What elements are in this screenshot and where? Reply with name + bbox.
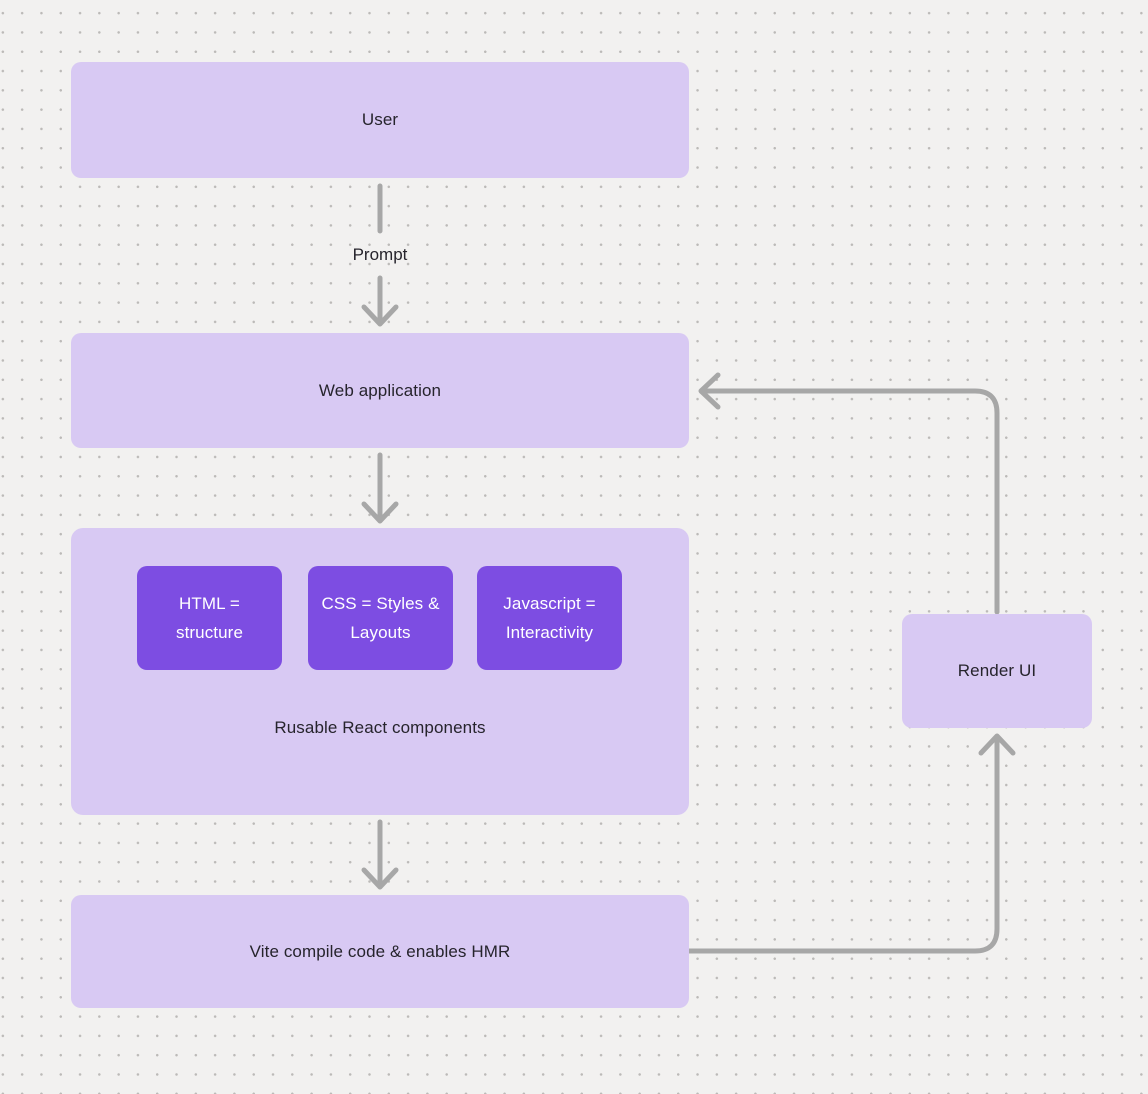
node-javascript-label: Javascript = Interactivity (503, 594, 596, 642)
edge-vite-to-renderui-arrow (686, 733, 1016, 954)
node-html[interactable]: HTML = structure (137, 566, 282, 670)
edge-components-to-vite-arrow (361, 819, 399, 890)
node-web-application[interactable]: Web application (71, 333, 689, 448)
node-web-application-label: Web application (318, 380, 442, 400)
node-javascript[interactable]: Javascript = Interactivity (477, 566, 622, 670)
components-group-caption: Rusable React components (274, 718, 486, 737)
node-render-ui[interactable]: Render UI (902, 614, 1092, 728)
edge-webapp-to-components-arrow (361, 452, 399, 524)
edge-prompt-to-webapp-arrow (361, 275, 399, 327)
node-user[interactable]: User (71, 62, 689, 178)
edge-label-prompt: Prompt (352, 245, 408, 264)
node-user-label: User (361, 110, 399, 129)
node-css-label: CSS = Styles & Layouts (321, 594, 440, 642)
node-html-label: HTML = structure (175, 594, 244, 642)
node-components-group[interactable]: HTML = structure CSS = Styles & Layouts … (71, 528, 689, 815)
node-vite-label: Vite compile code & enables HMR (249, 941, 511, 961)
node-vite[interactable]: Vite compile code & enables HMR (71, 895, 689, 1008)
edge-renderui-to-webapp-arrow (698, 372, 1000, 615)
node-render-ui-label: Render UI (957, 661, 1037, 680)
node-css[interactable]: CSS = Styles & Layouts (308, 566, 453, 670)
